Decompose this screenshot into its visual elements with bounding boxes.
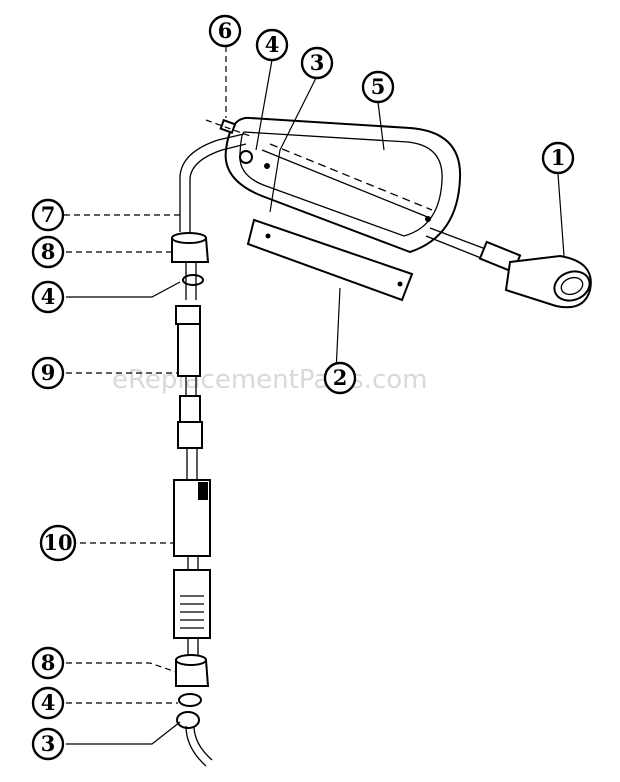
callout-4-top-label: 4 <box>265 32 280 57</box>
callout-9-label: 9 <box>41 360 56 385</box>
part-1-socket <box>425 227 592 309</box>
callout-2-label: 2 <box>333 365 348 390</box>
part-6-clip <box>205 118 251 137</box>
upper-grommet-and-washer <box>171 232 210 300</box>
part-2-reflector <box>246 218 414 302</box>
callout-4-lower-label: 4 <box>41 690 56 715</box>
callout-2: 2 <box>323 361 357 395</box>
callout-7-label: 7 <box>41 202 56 227</box>
watermark-text: eReplacementParts.com <box>112 365 428 395</box>
callout-4-top: 4 <box>255 28 289 62</box>
callout-3-lower-label: 3 <box>41 731 56 756</box>
callout-10-label: 10 <box>43 530 72 555</box>
callout-4-upper-label: 4 <box>41 284 56 309</box>
part-10-lower-sections <box>173 479 211 656</box>
callout-3-top-label: 3 <box>310 50 325 75</box>
callout-6: 6 <box>208 14 242 48</box>
callout-7: 7 <box>31 198 65 232</box>
callout-5-label: 5 <box>371 74 386 99</box>
callout-5: 5 <box>361 70 395 104</box>
part-7-neck-tube <box>179 133 247 232</box>
leader-lines <box>64 46 565 745</box>
callout-8-upper-label: 8 <box>41 239 56 264</box>
callout-8-upper: 8 <box>31 235 65 269</box>
callout-6-label: 6 <box>218 18 233 43</box>
callout-10: 10 <box>39 524 77 562</box>
callout-1: 1 <box>541 141 575 175</box>
callout-4-upper: 4 <box>31 280 65 314</box>
part-9-tube-sections <box>175 305 203 480</box>
callout-3-top: 3 <box>300 46 334 80</box>
callout-9: 9 <box>31 356 65 390</box>
callout-4-lower: 4 <box>31 686 65 720</box>
callout-3-lower: 3 <box>31 727 65 761</box>
lower-grommet-washer-nut <box>175 654 213 767</box>
callout-8-lower: 8 <box>31 646 65 680</box>
callout-1-label: 1 <box>551 145 566 170</box>
callout-8-lower-label: 8 <box>41 650 56 675</box>
